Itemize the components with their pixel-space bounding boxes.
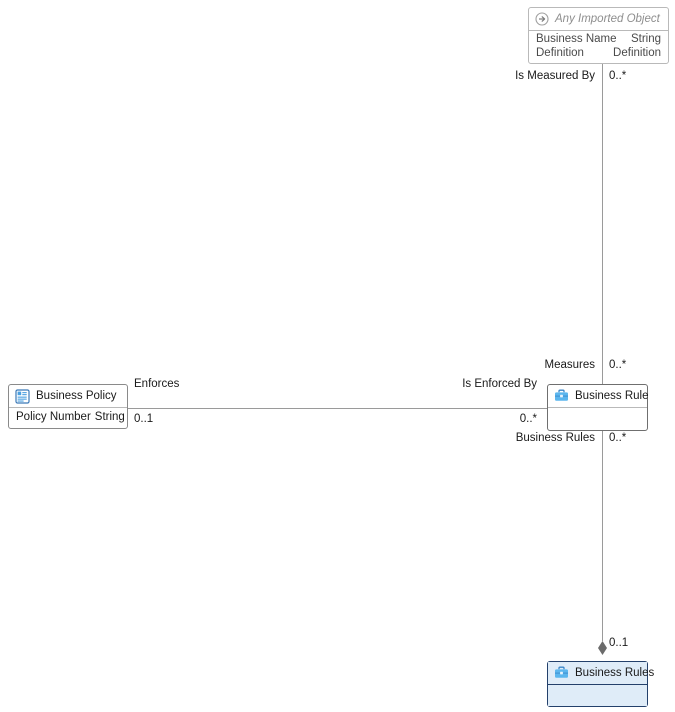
class-attributes-any-imported-object: Business Name String Definition Definiti…: [529, 31, 668, 63]
association-multiplicity-enforces: 0..1: [134, 413, 154, 425]
class-box-any-imported-object[interactable]: Any Imported Object Business Name String…: [528, 7, 669, 64]
attribute-type: String: [94, 411, 125, 423]
association-multiplicity-business-rules: 0..*: [609, 432, 627, 444]
class-box-business-policy[interactable]: Business Policy Policy Number String: [8, 384, 128, 429]
class-separator: [529, 30, 668, 31]
class-title-business-rules: Business Rules: [575, 667, 655, 679]
class-header-any-imported-object: Any Imported Object: [529, 8, 668, 30]
class-title-any-imported-object: Any Imported Object: [555, 13, 660, 25]
policy-document-icon: [15, 388, 30, 404]
class-header-business-rules: Business Rules: [548, 662, 654, 684]
class-box-business-rule[interactable]: Business Rule: [547, 384, 649, 431]
composition-diamond-icon: [598, 641, 607, 655]
attribute-name: Policy Number: [16, 411, 91, 423]
class-title-business-rule: Business Rule: [575, 390, 649, 402]
label-divider-top: [602, 70, 603, 84]
association-label-enforces: Enforces: [134, 378, 180, 390]
briefcase-icon: [555, 666, 568, 678]
class-header-business-policy: Business Policy: [9, 385, 127, 407]
attribute-type: Definition: [613, 46, 661, 59]
class-attributes-business-rules: [548, 685, 647, 706]
association-label-business-rules: Business Rules: [515, 432, 595, 444]
association-multiplicity-measures: 0..*: [609, 359, 627, 371]
class-separator: [9, 407, 127, 408]
attribute-name: Definition: [536, 46, 584, 59]
class-attributes-business-policy: Policy Number String: [9, 408, 127, 428]
association-multiplicity-is-enforced-by: 0..*: [519, 413, 537, 425]
attribute-type: String: [630, 33, 661, 45]
association-label-is-enforced-by: Is Enforced By: [462, 378, 537, 390]
class-separator: [548, 407, 647, 408]
connector-vertical-main[interactable]: [602, 64, 603, 641]
attribute-row: Business Name String: [536, 33, 661, 47]
briefcase-icon: [555, 389, 568, 401]
imported-arrow-icon: [535, 12, 549, 26]
association-label-measures: Measures: [544, 359, 596, 371]
association-multiplicity-is-measured-by: 0..*: [609, 70, 627, 82]
attribute-name: Business Name: [536, 33, 617, 45]
attribute-row: Definition Definition: [536, 47, 661, 61]
class-title-business-policy: Business Policy: [36, 390, 117, 402]
association-multiplicity-composition-end: 0..1: [609, 637, 629, 649]
class-attributes-business-rule: [548, 408, 647, 430]
association-label-is-measured-by: Is Measured By: [515, 70, 595, 82]
class-separator: [548, 684, 647, 685]
connector-horizontal-enforces[interactable]: [128, 408, 548, 409]
class-box-business-rules[interactable]: Business Rules: [547, 661, 654, 707]
class-header-business-rule: Business Rule: [548, 385, 649, 407]
attribute-row: Policy Number String: [16, 411, 125, 425]
